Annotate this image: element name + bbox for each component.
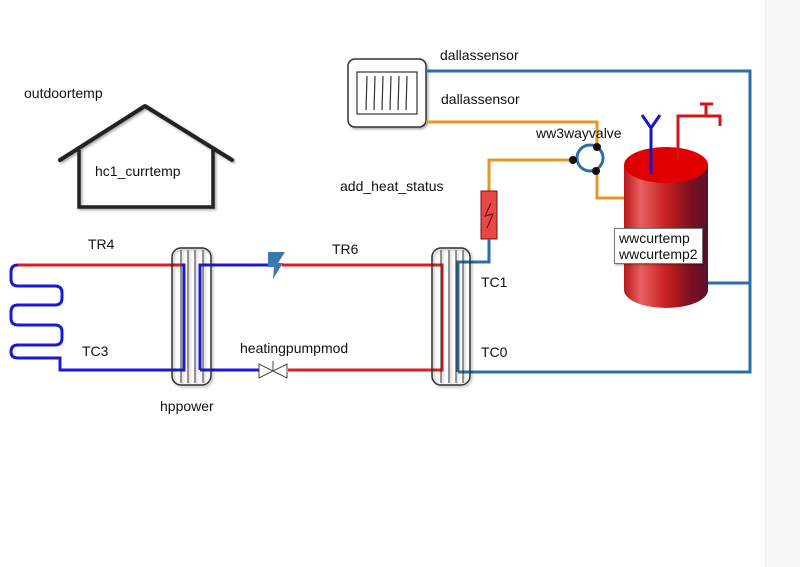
lightning-icon[interactable] (268, 252, 285, 279)
sensor-pipe-top (426, 120, 599, 144)
outdoortemp-label: outdoortemp (24, 85, 103, 101)
tc0-label: TC0 (481, 344, 508, 360)
inlet-icon (640, 114, 662, 174)
heatingpumpmod-label: heatingpumpmod (240, 340, 349, 356)
heat-exchanger-icon[interactable] (171, 247, 212, 386)
tc3-label: TC3 (82, 343, 109, 359)
tap-icon (676, 102, 722, 160)
hp-out-pipe (198, 263, 272, 370)
wwcurtemp2-label: wwcurtemp2 (619, 246, 698, 262)
scrollbar-track[interactable] (765, 0, 800, 567)
hp-inner-hot (182, 263, 186, 372)
heat-exchanger-icon[interactable] (431, 247, 471, 386)
sensor-pipe-tank (595, 172, 625, 200)
valve-icon[interactable] (258, 361, 288, 379)
heater-icon[interactable] (480, 190, 498, 240)
house-icon (58, 104, 234, 209)
sensor-pipe-heater (487, 158, 573, 192)
tank-temp-box: wwcurtemp wwcurtemp2 (614, 228, 703, 264)
tr4-label: TR4 (88, 236, 115, 252)
sensor-panel-icon[interactable] (347, 58, 427, 128)
return-pipe (426, 69, 752, 374)
add-heat-status-label: add_heat_status (340, 178, 444, 194)
dhw-secondary-pipe (456, 260, 460, 372)
hc1-currtemp-label: hc1_currtemp (95, 163, 181, 179)
tr6-pipe (282, 263, 444, 372)
wwcurtemp-label: wwcurtemp (619, 230, 690, 246)
hppower-label: hppower (160, 398, 214, 414)
ww3wayvalve-label: ww3wayvalve (536, 125, 622, 141)
dallassensor-mid-label: dallassensor (441, 91, 520, 107)
three-way-valve-icon[interactable] (569, 143, 605, 175)
heater-pipe (459, 239, 491, 264)
tr6-label: TR6 (332, 241, 359, 257)
dallassensor-top-label: dallassensor (440, 47, 519, 63)
radiator-coil-icon (9, 263, 182, 372)
tc1-label: TC1 (481, 274, 508, 290)
